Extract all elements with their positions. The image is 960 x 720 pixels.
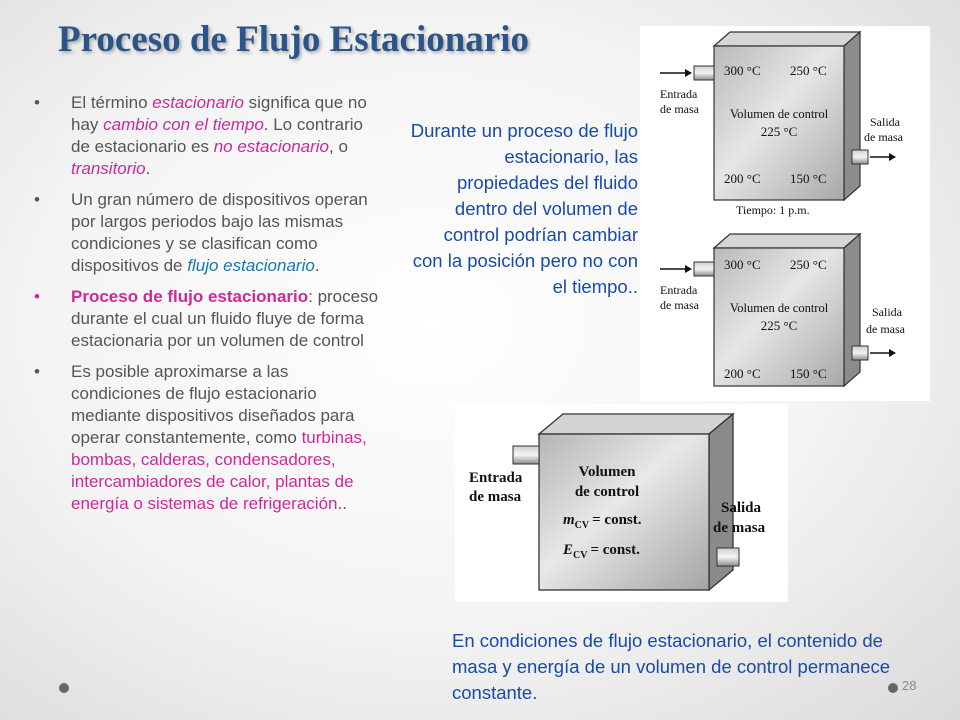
bullet-text: . Lo contrario de estacionario es [71, 115, 364, 156]
decor-dot-icon [59, 683, 69, 693]
temp-label: 200 °C [724, 171, 761, 186]
temp-label: 300 °C [724, 63, 761, 78]
term-estacionario: estacionario [152, 93, 244, 112]
cv-temp: 225 °C [761, 318, 798, 333]
bullet-text: significa que no hay [71, 93, 367, 134]
outlet-label: Salida [870, 115, 901, 129]
box-side-face [843, 30, 861, 202]
bullet-item: • Es posible aproximarse a las condicion… [34, 361, 379, 515]
arrowhead-icon [889, 153, 896, 161]
energy-const: = const. [590, 542, 640, 558]
caption-steady-properties: Durante un proceso de flujo estacionario… [410, 120, 638, 297]
bullet-text: Es posible aproximarse a las condiciones… [71, 362, 355, 447]
cv-label: Volumen de control [730, 301, 829, 315]
inlet-label: Entrada [469, 470, 523, 486]
inlet-pipe [512, 445, 540, 465]
term-devices: turbinas, bombas, calderas, condensadore… [71, 428, 367, 513]
slide-title: Proceso de Flujo Estacionario [58, 19, 530, 60]
cv-label: Volumen de control [730, 107, 829, 121]
outlet-label: Salida [872, 305, 903, 319]
energy-subscript: CV [573, 550, 588, 561]
control-volume-2: Entrada de masa 300 °C 250 °C Volumen de… [660, 232, 906, 388]
outlet-label: de masa [713, 520, 766, 536]
bullet-item: • El término estacionario significa que … [34, 92, 379, 180]
bullet-text: , o [329, 137, 348, 156]
temp-label: 250 °C [790, 63, 827, 78]
mass-symbol: m [563, 512, 575, 528]
temp-label: 150 °C [790, 366, 827, 381]
box-side-face [843, 232, 861, 388]
box-top-face [537, 413, 735, 435]
inlet-label: de masa [469, 489, 522, 505]
inlet-label: Entrada [660, 283, 698, 297]
mass-equation: mCV= const. [563, 512, 642, 531]
cv-label: de control [575, 484, 639, 500]
arrowhead-icon [685, 69, 692, 77]
energy-equation: ECV= const. [562, 542, 640, 561]
temp-label: 200 °C [724, 366, 761, 381]
bullet-list: • El término estacionario significa que … [34, 92, 379, 524]
time-label: Tiempo: 1 p.m. [736, 203, 810, 217]
figure-svg: Entrada de masa 300 °C 250 °C Volumen de… [660, 30, 906, 388]
bullet-dot-icon: • [34, 93, 40, 112]
bullet-text: : proceso durante el cual un fluido fluy… [71, 287, 379, 350]
bullet-item: • Proceso de flujo estacionario: proceso… [34, 286, 379, 352]
inlet-pipe [693, 261, 715, 277]
bullet-text: . [314, 256, 320, 275]
inlet-label: Entrada [660, 87, 698, 101]
temp-label: 250 °C [790, 257, 827, 272]
box-front-face [713, 247, 845, 387]
cv-label: Volumen [579, 464, 637, 480]
slide-number: 28 [902, 678, 917, 693]
figure-svg: Entrada de masa Volumen de control mCV= … [469, 412, 766, 592]
term-no-estacionario: no estacionario [213, 137, 330, 156]
box-top-face [712, 233, 862, 249]
box-front-face [713, 45, 845, 201]
outlet-label: de masa [866, 322, 906, 336]
temp-label: 150 °C [790, 171, 827, 186]
bullet-text: Un gran número de dispositivos operan po… [71, 190, 368, 275]
arrowhead-icon [685, 265, 692, 273]
bullet-text: . [145, 159, 151, 178]
inlet-pipe [693, 65, 715, 81]
term-flujo-estacionario: flujo estacionario [187, 256, 315, 275]
bullet-dot-icon: • [34, 362, 40, 381]
box-front-face [538, 433, 710, 591]
term-proceso-flujo: Proceso de flujo estacionario [71, 287, 309, 306]
figure-constant-cv: Entrada de masa Volumen de control mCV= … [455, 404, 788, 602]
temp-label: 300 °C [724, 257, 761, 272]
decor-dot-icon [888, 683, 898, 693]
figure-steady-flow-times: Entrada de masa 300 °C 250 °C Volumen de… [640, 26, 930, 401]
term-transitorio: transitorio [71, 159, 146, 178]
bullet-dot-icon: • [34, 287, 40, 306]
mass-subscript: CV [575, 520, 590, 531]
energy-symbol: E [562, 542, 573, 558]
bullet-item: • Un gran número de dispositivos operan … [34, 189, 379, 277]
bullet-dot-icon: • [34, 190, 40, 209]
inlet-label: de masa [660, 298, 700, 312]
arrowhead-icon [889, 349, 896, 357]
bullet-text: El término [71, 93, 153, 112]
outlet-pipe [716, 547, 740, 567]
inlet-label: de masa [660, 102, 700, 116]
term-cambio-tiempo: cambio con el tiempo [103, 115, 264, 134]
outlet-pipe [851, 149, 869, 165]
box-top-face [712, 31, 862, 47]
cv-temp: 225 °C [761, 124, 798, 139]
caption-constant-content: En condiciones de flujo estacionario, el… [452, 630, 891, 703]
outlet-label: Salida [721, 500, 762, 516]
mass-const: = const. [592, 512, 642, 528]
outlet-label: de masa [864, 130, 904, 144]
outlet-pipe [851, 345, 869, 361]
control-volume-1: Entrada de masa 300 °C 250 °C Volumen de… [660, 30, 904, 217]
bullet-text: .. [337, 494, 347, 513]
